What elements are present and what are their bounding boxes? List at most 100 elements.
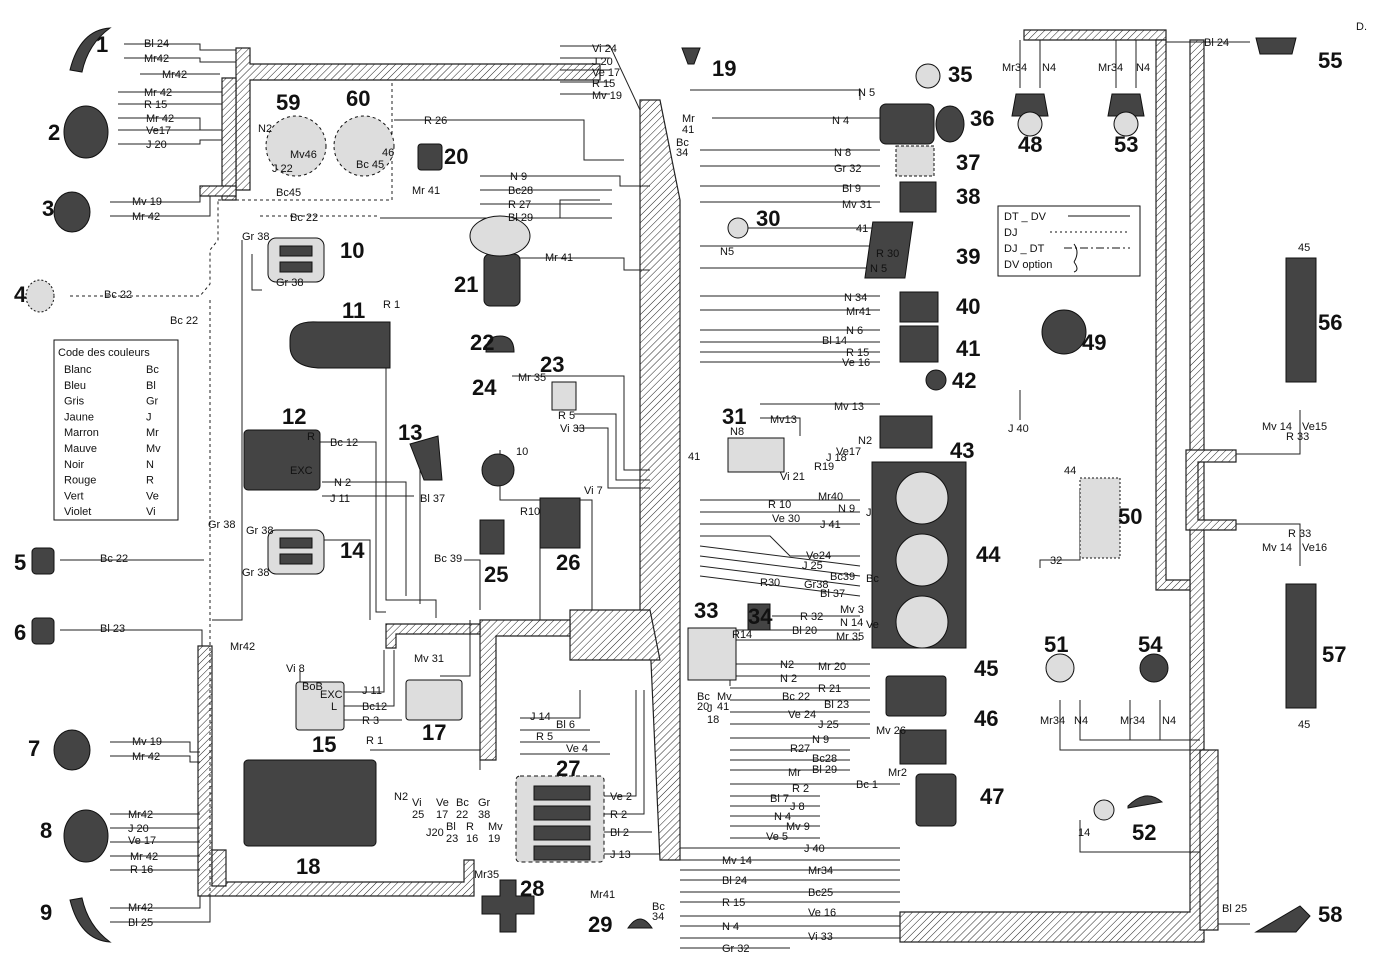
component-number-13: 13 <box>398 420 422 445</box>
component-number-30: 30 <box>756 206 780 231</box>
wire-label: Mr 35 <box>518 372 546 384</box>
wire-label: Gr 38 <box>276 277 304 289</box>
rear-lamp-56-shape <box>1285 257 1317 383</box>
wire-label: R 16 <box>130 864 153 876</box>
wire-label: Bl 24 <box>144 38 169 50</box>
wire-label: R 33 <box>1288 528 1311 540</box>
wire-label: J 13 <box>610 849 631 861</box>
wire-label: N4 <box>1136 62 1150 74</box>
component-number-18: 18 <box>296 854 320 879</box>
wire-label: 10 <box>516 446 528 458</box>
wire-label: R 15 <box>144 99 167 111</box>
wire-label: Mr42 <box>230 641 255 653</box>
wiper-motor-21-shape <box>483 253 521 307</box>
wire-label: Bl <box>446 821 456 833</box>
wire-label: J <box>707 703 713 715</box>
horn-29-shape <box>627 918 653 929</box>
legend-title: Code des couleurs <box>58 347 150 359</box>
harness-rear-right <box>899 39 1205 943</box>
wire-label: Vi 33 <box>808 931 833 943</box>
legend-color-name: Bleu <box>64 380 86 392</box>
wire-label: Mr41 <box>846 306 871 318</box>
wire-label: Mr42 <box>162 69 187 81</box>
sensor-28-shape <box>481 879 535 933</box>
wire-label: 23 <box>446 833 458 845</box>
component-number-31: 31 <box>722 404 746 429</box>
component-number-56: 56 <box>1318 310 1342 335</box>
legend-color-name: Vert <box>64 490 84 502</box>
wire-label: R 5 <box>558 410 575 422</box>
component-number-42: 42 <box>952 368 976 393</box>
legend-color-code: Vi <box>146 506 156 518</box>
wire-label: Bl 9 <box>842 183 861 195</box>
wire-label: Gr 38 <box>242 567 270 579</box>
component-number-7: 7 <box>28 736 40 761</box>
distributor-24-shape <box>481 453 515 487</box>
component-number-23: 23 <box>540 352 564 377</box>
component-number-47: 47 <box>980 784 1004 809</box>
wire-label: Mr34 <box>808 865 833 877</box>
component-number-9: 9 <box>40 900 52 925</box>
component-number-27: 27 <box>556 756 580 781</box>
harness-left-rear <box>211 849 227 887</box>
lamp-option-shape <box>25 279 55 313</box>
harness-front-top <box>235 47 601 191</box>
wire-label: Bc 39 <box>434 553 462 565</box>
wire-label: Mr 20 <box>818 661 846 673</box>
wire-label: Ve16 <box>1302 542 1327 554</box>
wire-label: N 9 <box>812 734 829 746</box>
component-number-45: 45 <box>974 656 998 681</box>
horn-19-shape <box>681 47 701 65</box>
wire-label: Vi 33 <box>560 423 585 435</box>
wire-label: R 2 <box>610 809 627 821</box>
horn-front-left-shape <box>69 27 112 73</box>
component-number-60: 60 <box>346 86 370 111</box>
wire-label: 45 <box>1298 242 1310 254</box>
switch-38-shape <box>899 181 937 213</box>
wire-label: R <box>466 821 474 833</box>
component-number-10: 10 <box>340 238 364 263</box>
wire-label: N2 <box>780 659 794 671</box>
regulator-15-shape <box>295 681 345 731</box>
legend-color-code: Bl <box>146 380 156 392</box>
wire-label: Bl 24 <box>722 875 747 887</box>
wire-label: J 11 <box>362 685 382 697</box>
wire-label: Mv 14 <box>722 855 752 867</box>
wire-label: Mv 9 <box>786 821 810 833</box>
component-number-29: 29 <box>588 912 612 937</box>
wire-label: Bc <box>676 137 689 149</box>
sensor-20-shape <box>417 143 443 171</box>
harness-rear-branch <box>1155 39 1191 591</box>
alternator-shape <box>243 429 321 491</box>
wire-label: Mr35 <box>474 869 499 881</box>
wire-label: Ve 24 <box>788 709 816 721</box>
wire-label: Mr 42 <box>146 113 174 125</box>
wire-label: Mv 14 <box>1262 421 1292 433</box>
legend-color-name: Jaune <box>64 411 94 423</box>
legend-color-name: Marron <box>64 427 99 439</box>
wire-label: Bc45 <box>276 187 301 199</box>
wire-label: Bl 2 <box>610 827 629 839</box>
wire-label: 41 <box>856 223 868 235</box>
wire-label: Bl 29 <box>812 764 837 776</box>
wire-label: R 33 <box>1286 431 1309 443</box>
wire-label: Gr 32 <box>722 943 750 955</box>
component-number-38: 38 <box>956 184 980 209</box>
wire-label: Mr34 <box>1040 715 1065 727</box>
component-number-22: 22 <box>470 330 494 355</box>
component-number-2: 2 <box>48 120 60 145</box>
wire-label: 20 <box>697 701 709 713</box>
component-number-21: 21 <box>454 272 478 297</box>
wire-label: R 10 <box>768 499 791 511</box>
wire-label: Mr34 <box>1120 715 1145 727</box>
wire-label: N 2 <box>334 477 351 489</box>
wire-label: R19 <box>814 461 834 473</box>
wire-label: Vi 24 <box>592 43 617 55</box>
component-number-58: 58 <box>1318 902 1342 927</box>
wire-label: N4 <box>1042 62 1056 74</box>
wire-label: R 2 <box>792 783 809 795</box>
component-number-50: 50 <box>1118 504 1142 529</box>
component-number-1: 1 <box>96 32 108 57</box>
panel-label: EXC <box>290 465 313 477</box>
wire-label: Ve 30 <box>772 513 800 525</box>
